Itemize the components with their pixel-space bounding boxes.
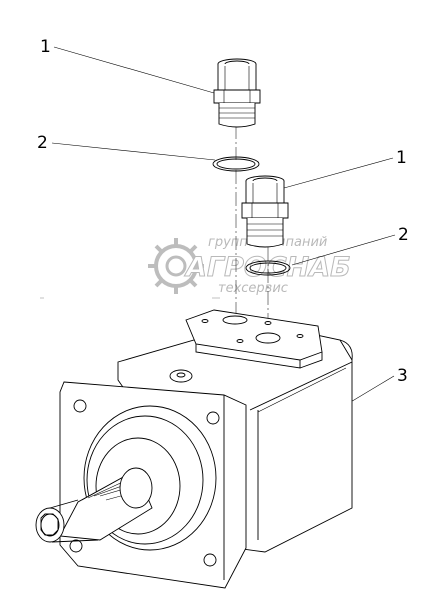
callouts: 1 2 1 2 3 [37, 37, 409, 413]
top-o-ring [212, 156, 260, 172]
mid-o-ring [245, 260, 291, 276]
flange-bolt-hole-br [203, 553, 217, 567]
top-fitting [213, 58, 261, 128]
leader-mid-fitting [283, 157, 394, 189]
callout-mid-ring: 2 [398, 225, 409, 245]
port-plate [185, 309, 323, 369]
drain-port [169, 369, 193, 383]
watermark-line3: техсервис [218, 281, 288, 296]
flange-bolt-hole-tl [73, 399, 87, 413]
leader-top-ring [51, 142, 216, 161]
callout-mid-fitting: 1 [396, 148, 407, 168]
hydraulic-motor [35, 309, 353, 589]
watermark: группа компаний АГРОСНАБ техсервис [148, 235, 351, 296]
watermark-line2: АГРОСНАБ [184, 252, 351, 283]
watermark-gear-logo [148, 238, 204, 294]
flange-bolt-hole-bl [69, 539, 83, 553]
output-shaft [35, 467, 153, 543]
callout-top-ring: 2 [37, 133, 48, 153]
callout-motor: 3 [397, 366, 408, 386]
leader-top-fitting [53, 46, 215, 94]
mid-fitting [241, 175, 289, 248]
callout-top-fitting: 1 [40, 37, 51, 57]
flange-bolt-hole-tr [206, 411, 220, 425]
leader-mid-ring [291, 234, 396, 266]
